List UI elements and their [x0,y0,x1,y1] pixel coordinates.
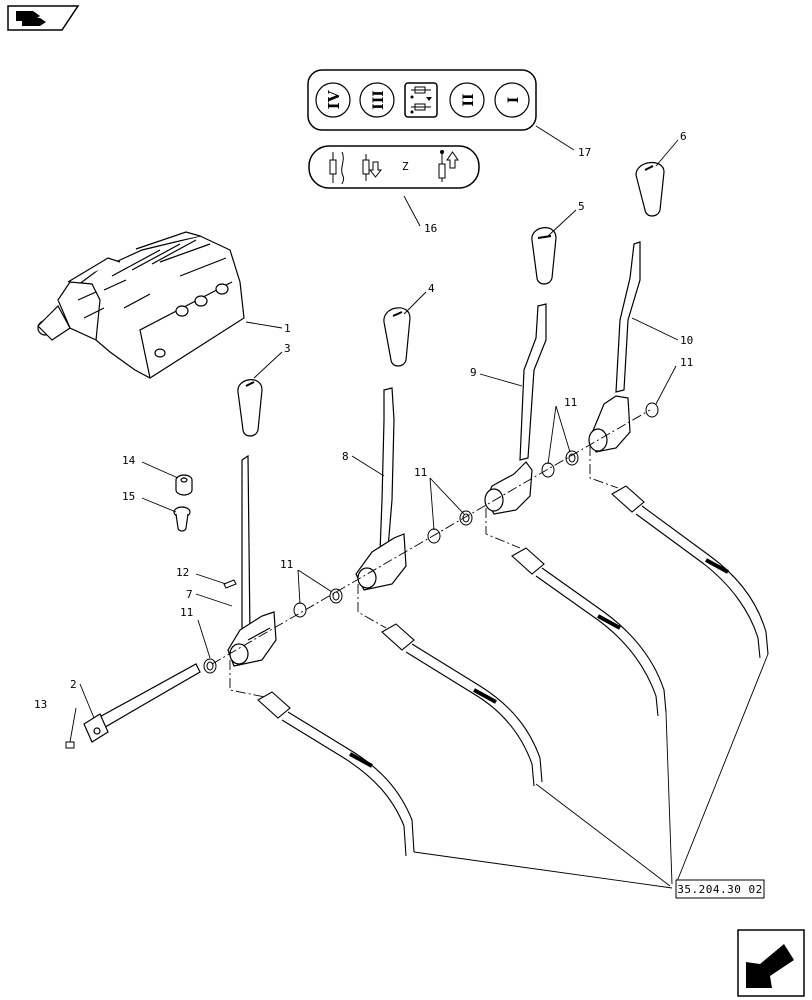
cylinder-float-icon [329,151,345,185]
pin [223,579,237,589]
leader-lines [69,125,769,889]
callout-8: 8 [342,450,349,463]
gear-symbol-iii: III [359,82,395,118]
hydraulic-cylinder-icon [404,82,438,118]
callout-11: 11 [680,356,693,369]
lever-knob [383,307,411,367]
gear-symbol-ii: II [449,82,485,118]
bolt [65,741,75,749]
control-lever [227,454,277,667]
gear-symbol-i: I [494,82,530,118]
callout-6: 6 [680,130,687,143]
decal-hydraulic-lift: Z [308,145,480,189]
control-lever [588,241,641,453]
lever-knob [237,379,263,437]
callout-11: 11 [564,396,577,409]
reference-code[interactable]: 35.204.30 02 [677,883,762,896]
decal-letter: Z [402,160,409,173]
spacer [175,474,193,496]
back-arrow-icon[interactable] [7,5,80,31]
callout-3: 3 [284,342,291,355]
control-cable [257,691,415,857]
gear-symbol-iv: IV [315,82,351,118]
lever-knob [635,162,665,217]
lever-guide-bracket [37,231,245,379]
callout-15: 15 [122,490,135,503]
callout-13: 13 [34,698,47,711]
reference-link[interactable]: 35.204.30 02 [675,879,765,899]
callout-4: 4 [428,282,435,295]
callout-5: 5 [578,200,585,213]
callout-11: 11 [180,606,193,619]
control-cable [381,623,543,787]
svg-text:III: III [371,90,387,110]
callout-11: 11 [280,558,293,571]
decal-gear-selection: IV III II I [307,69,537,131]
control-lever [355,387,407,591]
callout-17: 17 [578,146,591,159]
callout-16: 16 [424,222,437,235]
control-cable [511,547,667,717]
control-cable [611,485,769,659]
callout-7: 7 [186,588,193,601]
callout-2: 2 [70,678,77,691]
callout-1: 1 [284,322,291,335]
callout-10: 10 [680,334,693,347]
svg-text:IV: IV [325,90,343,109]
cylinder-lower-icon [362,154,383,181]
callout-11: 11 [414,466,427,479]
svg-text:I: I [506,97,522,104]
callout-12: 12 [176,566,189,579]
svg-text:II: II [461,93,477,106]
callout-14: 14 [122,454,136,467]
centre-line [211,409,651,699]
pivot-shaft [83,663,201,743]
forward-arrow-icon[interactable] [737,929,805,997]
lever-knob [531,227,557,285]
callout-9: 9 [470,366,477,379]
callouts: 1 2 3 4 5 6 7 8 9 10 11 11 11 11 11 12 1… [34,130,693,711]
cylinder-raise-icon [438,150,459,182]
threaded-bushing [173,506,191,532]
control-lever [484,303,547,515]
